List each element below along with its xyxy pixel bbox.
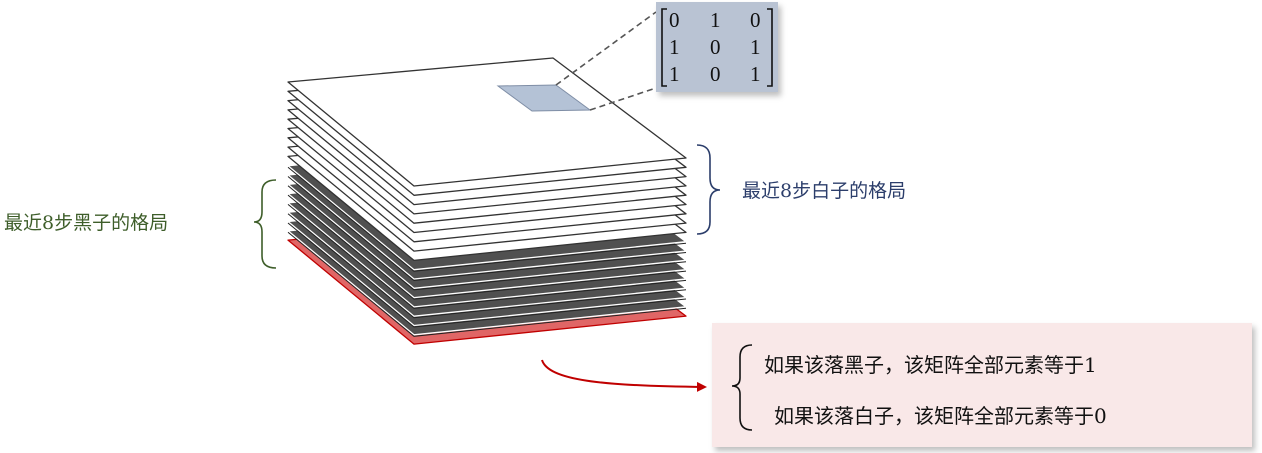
color-plane-arrow [541, 359, 707, 392]
black-rule-text: 如果该落黑子，该矩阵全部元素等于1 [764, 353, 1097, 377]
matrix-callout: 0 1 0 1 0 1 1 0 1 [656, 2, 778, 92]
matrix-cell-0-0: 0 [669, 8, 680, 32]
white-history-brace [696, 144, 721, 235]
matrix-left-bracket [661, 8, 667, 87]
black-plane-3-edge [287, 185, 687, 291]
zoom-line-top [555, 11, 657, 86]
rule-callout: 如果该落黑子，该矩阵全部元素等于1 如果该落白子，该矩阵全部元素等于0 [712, 323, 1252, 447]
matrix-box [656, 2, 778, 92]
black-plane-5-edge [287, 204, 687, 309]
white-plane-1 [287, 57, 687, 187]
rule-brace [731, 344, 753, 431]
matrix-cell-0-2: 0 [750, 8, 761, 32]
matrix-cell-1-2: 1 [750, 35, 761, 59]
black-plane-8-edge [287, 231, 687, 337]
black-history-label: 最近8步黑子的格局 [4, 212, 168, 234]
matrix-cell-0-1: 1 [710, 8, 721, 32]
matrix-cell-1-0: 1 [669, 35, 680, 59]
zoom-line-bottom [589, 87, 657, 111]
black-plane-4-edge [287, 194, 687, 300]
black-plane-6-edge [287, 213, 687, 319]
black-plane-7-edge [287, 222, 687, 328]
black-history-brace [253, 179, 277, 269]
rule-box [712, 323, 1252, 447]
black-plane-1-edge [287, 166, 687, 272]
white-history-label: 最近8步白子的格局 [742, 180, 906, 202]
matrix-cell-2-2: 1 [750, 62, 761, 86]
plane-stack [287, 57, 687, 345]
matrix-cell-2-0: 1 [669, 62, 680, 86]
matrix-cell-1-1: 0 [710, 35, 721, 59]
matrix-right-bracket [767, 8, 773, 87]
white-rule-text: 如果该落白子，该矩阵全部元素等于0 [774, 404, 1107, 428]
matrix-cell-2-1: 0 [710, 62, 721, 86]
black-plane-2-edge [287, 176, 687, 282]
